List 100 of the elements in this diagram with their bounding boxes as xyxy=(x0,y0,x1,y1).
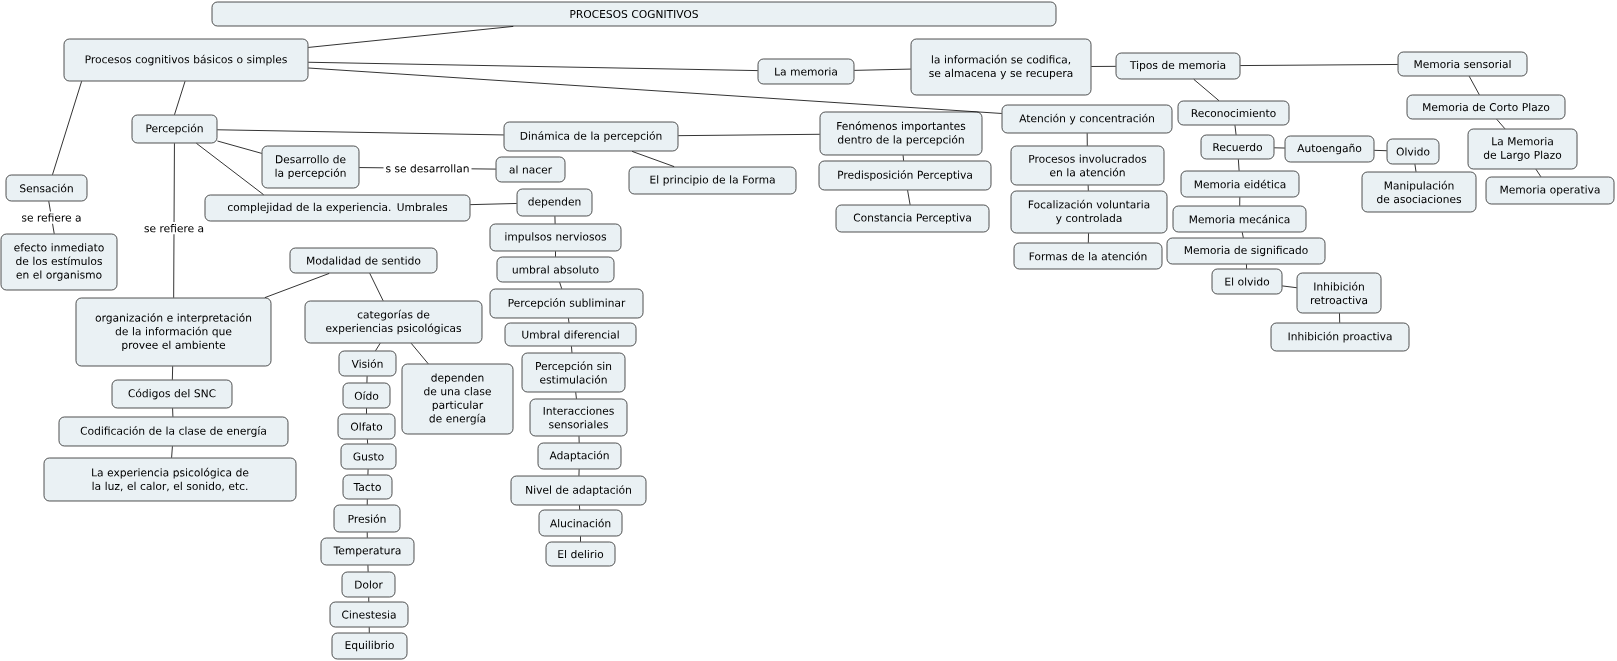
concept-box: Códigos del SNC xyxy=(111,379,233,409)
concept-box: Olfato xyxy=(337,413,396,440)
connector-line xyxy=(217,140,262,154)
connector-line xyxy=(1234,125,1237,135)
title-box: PROCESOS COGNITIVOS xyxy=(211,1,1057,27)
concept-box: Olvido xyxy=(1386,138,1440,165)
connector-line xyxy=(308,67,1002,114)
connector-line xyxy=(367,565,369,572)
concept-box: Visión xyxy=(338,350,397,377)
concept-box: Dolor xyxy=(341,571,396,598)
connector-line xyxy=(366,376,368,383)
concept-box: Memoria de Corto Plazo xyxy=(1406,94,1566,120)
connector-line xyxy=(217,129,504,136)
connector-line xyxy=(1468,76,1480,95)
concept-box: La experiencia psicológica de la luz, el calor, el sonido, etc. xyxy=(43,457,297,502)
connector-line xyxy=(172,408,174,417)
connector-line xyxy=(1339,313,1341,323)
connector-line xyxy=(578,469,580,476)
connector-line xyxy=(1193,79,1220,101)
connector-line xyxy=(1237,159,1240,171)
concept-box: dependen de una clase particular de energía xyxy=(401,363,514,435)
edge-label: s se desarrollan xyxy=(383,162,472,175)
connector-line xyxy=(1246,264,1247,269)
concept-box: Equilibrio xyxy=(331,632,408,660)
concept-box: Desarrollo de la percepción xyxy=(261,145,360,189)
concept-box: Cinestesia xyxy=(329,601,409,628)
concept-box: Memoria mecánica xyxy=(1172,205,1307,233)
connector-line xyxy=(1087,185,1089,191)
concept-box: Memoria de significado xyxy=(1166,237,1326,265)
concept-box: Sensación xyxy=(5,174,88,202)
connector-line xyxy=(554,216,556,224)
connector-line xyxy=(264,273,330,298)
concept-box: Gusto xyxy=(340,443,397,470)
connector-line xyxy=(1241,232,1244,238)
concept-box: Atención y concentración xyxy=(1001,104,1173,134)
concept-box: Umbral diferencial xyxy=(504,322,637,347)
concept-box: Focalización voluntaria y controlada xyxy=(1010,190,1168,234)
concept-box: organización e interpretación de la información que provee el ambiente xyxy=(75,297,272,367)
concept-box: Memoria eidética xyxy=(1180,170,1300,198)
concept-box: Alucinación xyxy=(538,509,623,537)
concept-box: Percepción subliminar xyxy=(489,288,644,319)
concept-box: Recuerdo xyxy=(1200,134,1275,160)
connector-line xyxy=(1086,133,1088,146)
connector-line xyxy=(171,446,173,458)
connector-line xyxy=(375,343,381,351)
connector-line xyxy=(902,155,904,161)
connector-line xyxy=(368,597,370,602)
connector-line xyxy=(1087,233,1089,243)
concept-box: categorías de experiencias psicológicas xyxy=(304,300,483,344)
concept-box: Dinámica de la percepción xyxy=(503,121,679,152)
connector-line xyxy=(470,203,517,206)
connector-line xyxy=(367,469,369,475)
connector-line xyxy=(366,439,369,444)
concept-box: Oído xyxy=(342,382,391,409)
concept-box: Inhibición proactiva xyxy=(1270,322,1410,352)
connector-line xyxy=(369,273,384,301)
connector-line xyxy=(174,81,186,115)
connector-line xyxy=(678,133,820,137)
connector-line xyxy=(173,143,175,298)
concept-box: la información se codifica, se almacena y se recupera xyxy=(910,38,1092,96)
concept-box: Procesos involucrados en la atención xyxy=(1010,145,1165,186)
concept-box: Predisposición Perceptiva xyxy=(818,160,992,191)
concept-box: El delirio xyxy=(545,541,616,567)
concept-box: Interacciones sensoriales xyxy=(529,398,628,437)
concept-box: al nacer xyxy=(495,156,566,183)
concept-box: dependen xyxy=(516,188,593,217)
concept-box: Temperatura xyxy=(320,537,415,566)
connector-line xyxy=(171,366,174,380)
connector-line xyxy=(410,343,429,364)
connector-line xyxy=(631,151,675,167)
concept-box: Formas de la atención xyxy=(1013,242,1163,270)
connector-line xyxy=(1274,147,1285,149)
connector-line xyxy=(366,499,368,505)
concept-box: La Memoria de Largo Plazo xyxy=(1467,128,1578,170)
concept-box: Procesos cognitivos básicos o simples xyxy=(63,38,309,82)
connector-line xyxy=(1240,64,1398,66)
connector-line xyxy=(1374,149,1387,152)
connector-line xyxy=(1535,169,1542,177)
connector-line xyxy=(1239,197,1241,206)
concept-box: La memoria xyxy=(757,58,855,85)
connector-line xyxy=(579,505,581,510)
connector-line xyxy=(555,251,556,257)
concept-box: Memoria sensorial xyxy=(1397,51,1528,77)
connector-line xyxy=(308,26,514,48)
connector-line xyxy=(366,532,368,538)
concept-box: Nivel de adaptación xyxy=(510,475,647,506)
connector-line xyxy=(575,392,577,399)
connector-line xyxy=(52,81,82,175)
concept-box: Adaptación xyxy=(537,442,622,470)
connector-line xyxy=(854,68,911,71)
connector-line xyxy=(571,346,573,353)
connector-line xyxy=(1091,65,1116,67)
concept-box: Percepción xyxy=(131,114,218,144)
concept-box: Inhibición retroactiva xyxy=(1296,272,1382,314)
concept-box: umbral absoluto xyxy=(496,256,615,283)
concept-box: Percepción sin estimulación xyxy=(521,352,626,393)
connector-line xyxy=(368,627,370,633)
concept-box: Memoria operativa xyxy=(1485,176,1615,205)
concept-box: impulsos nerviosos xyxy=(489,223,622,252)
connector-line xyxy=(1496,119,1506,129)
